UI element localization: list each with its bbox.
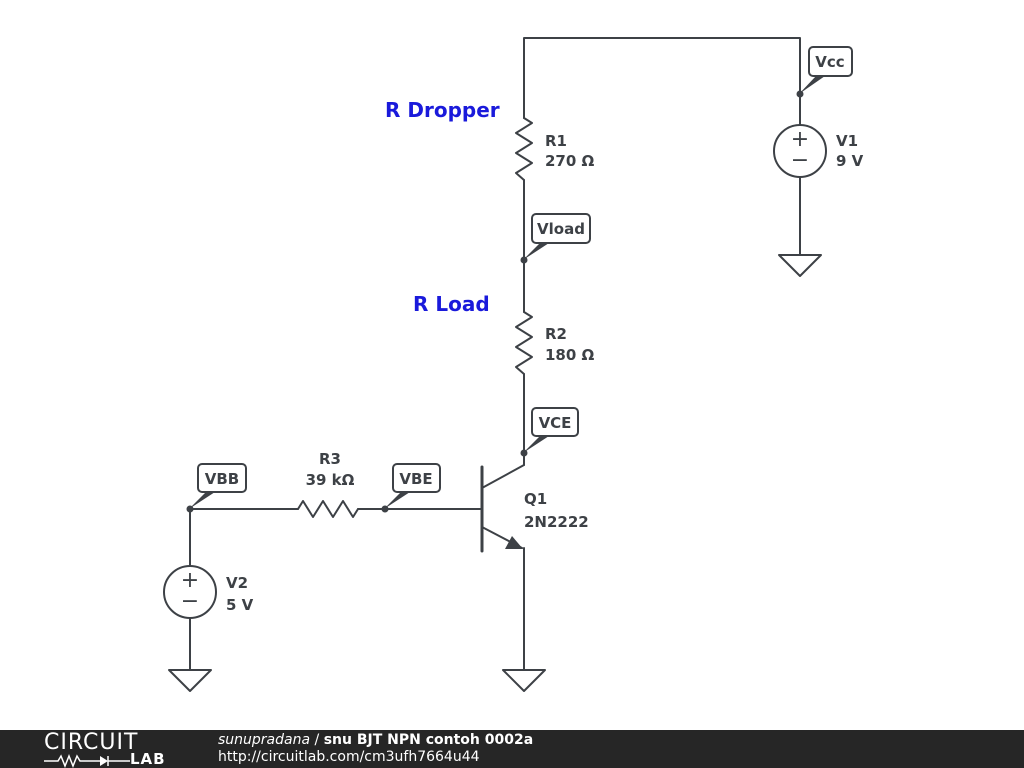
v1-minus-sign: −: [791, 148, 809, 173]
vbe-dot: [381, 505, 389, 513]
q1-value: 2N2222: [524, 513, 589, 531]
r2-ref: R2: [545, 325, 567, 343]
ground-v1-icon: [778, 254, 822, 277]
node-label-vbe[interactable]: VBE: [381, 463, 441, 513]
footer-url[interactable]: http://circuitlab.com/cm3ufh7664u44: [218, 749, 480, 765]
v1-body: [773, 124, 827, 178]
vbb-box: [197, 463, 247, 493]
ground-emitter: [502, 669, 546, 692]
node-label-vload[interactable]: Vload: [520, 213, 591, 264]
v1-plus-sign: +: [791, 127, 809, 152]
v1-value: 9 V: [836, 152, 864, 170]
logo-resistor-icon: [44, 754, 130, 768]
node-label-vbb[interactable]: VBB: [186, 463, 247, 513]
q1-collector-lead: [481, 464, 525, 489]
q1-ref: Q1: [524, 490, 547, 508]
ground-v2-icon: [168, 669, 212, 692]
ground-emitter-icon: [502, 669, 546, 692]
resistor-r2-body: [515, 311, 533, 375]
vcc-text: Vcc: [815, 53, 844, 71]
resistor-r2[interactable]: R2 180 Ω: [515, 311, 595, 375]
r1-value: 270 Ω: [545, 152, 595, 170]
vce-box: [531, 407, 579, 437]
r1-ref: R1: [545, 132, 567, 150]
footer-separator: /: [310, 732, 324, 748]
logo-text-lab: LAB: [130, 750, 166, 768]
vbe-text: VBE: [399, 470, 432, 488]
vcc-pointer: [799, 76, 825, 94]
node-label-vcc[interactable]: Vcc: [796, 46, 853, 98]
resistor-r1-body: [515, 117, 533, 181]
vload-pointer: [523, 243, 549, 260]
vload-text: Vload: [537, 220, 585, 238]
circuitlab-logo[interactable]: CIRCUIT LAB: [40, 732, 180, 768]
vbe-box: [392, 463, 441, 493]
vcc-box: [808, 46, 853, 77]
v2-plus-sign: +: [181, 568, 199, 593]
vce-dot: [520, 449, 528, 457]
v2-minus-sign: −: [181, 589, 199, 614]
v2-value: 5 V: [226, 596, 254, 614]
vce-text: VCE: [539, 414, 572, 432]
footer-bar: CIRCUIT LAB sunupradana / snu BJT NPN co…: [0, 730, 1024, 768]
vbb-pointer: [189, 492, 215, 509]
resistor-r3[interactable]: R3 39 kΩ: [297, 450, 359, 518]
vcc-dot: [796, 90, 804, 98]
ground-v2: [168, 669, 212, 692]
wires: [189, 37, 801, 671]
v2-ref: V2: [226, 574, 248, 592]
v2-body: [163, 565, 217, 619]
r3-ref: R3: [319, 450, 341, 468]
vbe-pointer: [384, 492, 410, 509]
footer-credits: sunupradana / snu BJT NPN contoh 0002a h…: [218, 732, 533, 766]
footer-circuit-title: snu BJT NPN contoh 0002a: [323, 732, 534, 748]
voltage-source-v1[interactable]: + − V1 9 V: [773, 124, 864, 178]
r3-value: 39 kΩ: [306, 471, 355, 489]
vload-box: [531, 213, 591, 244]
footer-author[interactable]: sunupradana: [218, 732, 311, 748]
annotation-r-load: R Load: [413, 292, 490, 316]
logo-text-circuit: CIRCUIT: [44, 730, 139, 755]
footer-title-line: sunupradana / snu BJT NPN contoh 0002a: [218, 732, 533, 749]
vce-pointer: [523, 436, 549, 453]
q1-emitter-arrow: [505, 536, 523, 549]
ground-v1: [778, 254, 822, 277]
wire-top-rail: [523, 37, 801, 126]
v1-ref: V1: [836, 132, 858, 150]
voltage-source-v2[interactable]: + − V2 5 V: [163, 565, 254, 619]
circuit-schematic: R1 270 Ω R2 180 Ω R3 39 kΩ + − V1 9 V + …: [163, 37, 864, 692]
resistor-r1[interactable]: R1 270 Ω: [515, 117, 595, 181]
r2-value: 180 Ω: [545, 346, 595, 364]
resistor-r3-body: [297, 500, 359, 518]
vbb-text: VBB: [205, 470, 239, 488]
annotation-r-dropper: R Dropper: [385, 98, 500, 122]
vload-dot: [520, 256, 528, 264]
transistor-q1[interactable]: Q1 2N2222: [480, 464, 589, 553]
vbb-dot: [186, 505, 194, 513]
node-label-vce[interactable]: VCE: [520, 407, 579, 457]
